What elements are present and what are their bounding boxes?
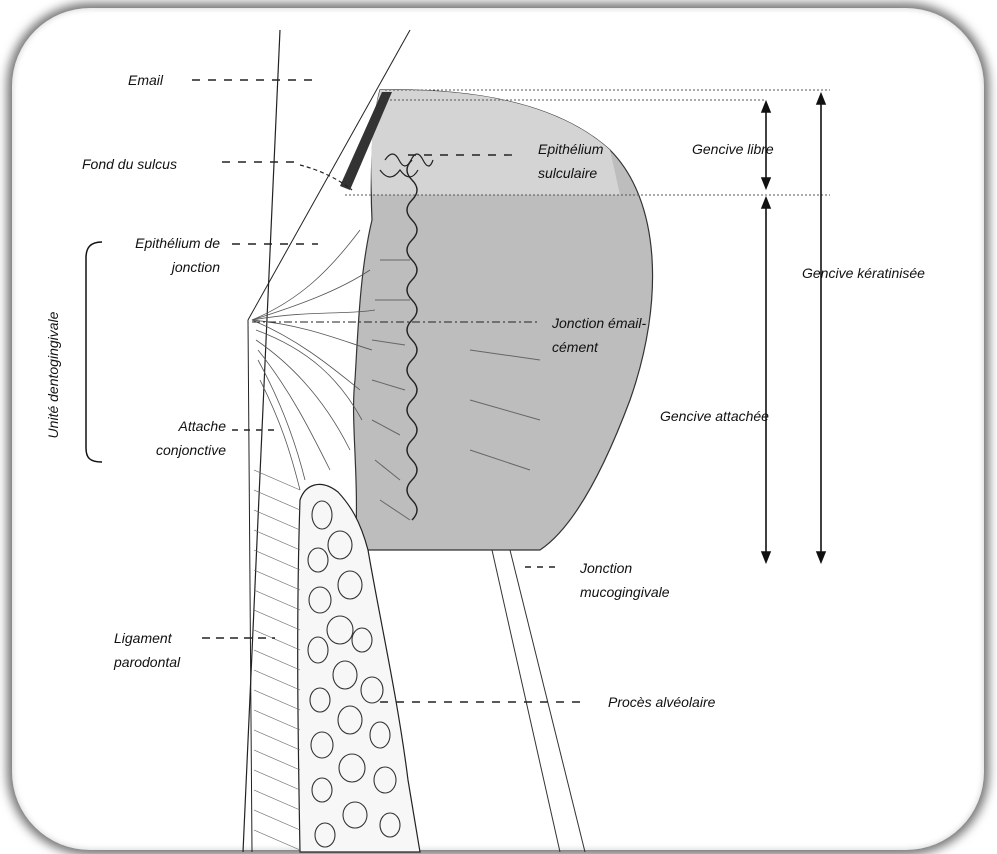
label-gencive-attachee: Gencive attachée bbox=[660, 404, 769, 428]
label-ligament-parodontal: Ligament parodontal bbox=[114, 626, 180, 674]
label-epithelium-sulculaire: Epithélium sulculaire bbox=[538, 137, 603, 185]
ligament-hatching bbox=[254, 470, 300, 850]
label-epithelium-de-jonction: Epithélium de jonction bbox=[96, 231, 220, 279]
label-jonction-email-cement: Jonction émail- cément bbox=[552, 311, 646, 359]
mucosa-line-inner bbox=[492, 550, 560, 852]
label-jonction-mucogingivale: Jonction mucogingivale bbox=[580, 556, 670, 604]
label-fond-du-sulcus: Fond du sulcus bbox=[82, 152, 177, 176]
label-email: Email bbox=[128, 68, 163, 92]
label-gencive-libre: Gencive libre bbox=[692, 137, 774, 161]
label-proces-alveolaire: Procès alvéolaire bbox=[608, 690, 715, 714]
label-gencive-keratinisee: Gencive kératinisée bbox=[802, 261, 925, 285]
tooth-inner-line bbox=[248, 320, 252, 852]
label-attache-conjonctive: Attache conjonctive bbox=[106, 414, 226, 462]
measure-arrows bbox=[762, 94, 825, 562]
mucosa-line-outer bbox=[510, 550, 585, 852]
label-unite-dentogingivale: Unité dentogingivale bbox=[45, 312, 61, 439]
